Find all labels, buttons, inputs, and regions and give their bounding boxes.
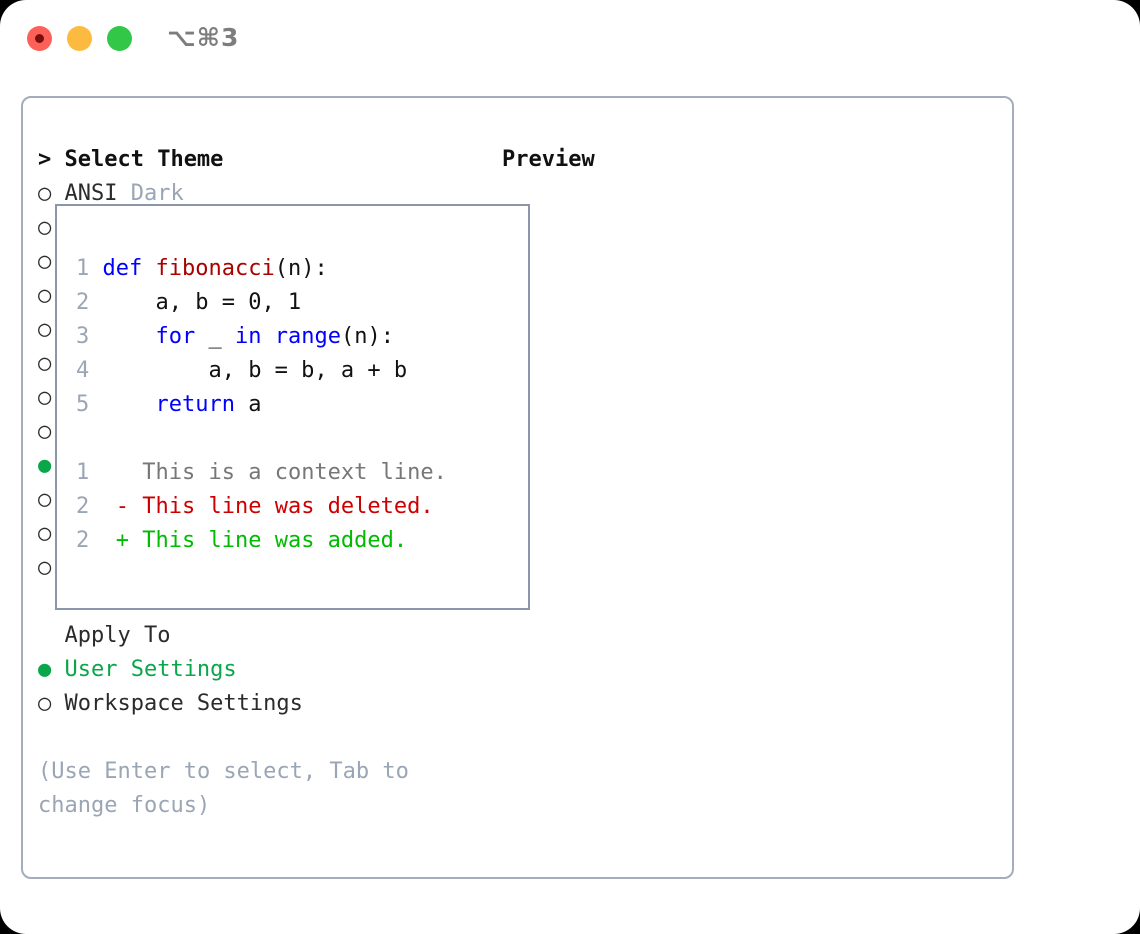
hint-spacer — [38, 721, 498, 755]
radio-selected-icon: ● — [38, 453, 52, 478]
code-line-number: 3 — [76, 324, 103, 349]
apply-to-label: Workspace Settings — [64, 691, 303, 716]
radio-unselected-icon: ○ — [38, 419, 52, 444]
radio-unselected-icon: ○ — [38, 385, 52, 410]
maximize-window-button[interactable] — [107, 26, 132, 51]
keyboard-hint-line-2: change focus) — [38, 793, 211, 818]
title-bar: ⌥⌘3 — [0, 0, 1140, 78]
apply-to-header-label: Apply To — [64, 623, 171, 648]
code-line: 4 a, b = b, a + b — [76, 354, 407, 388]
diff-sign — [116, 460, 143, 485]
diff-sign: + — [115, 528, 143, 553]
minimize-window-button[interactable] — [67, 26, 92, 51]
theme-name-label: ANSI — [64, 181, 131, 206]
apply-to-list-item[interactable]: ● User Settings — [38, 653, 498, 687]
code-line-number: 5 — [76, 392, 103, 417]
code-token: a — [234, 392, 262, 417]
code-token: (n): — [274, 256, 328, 281]
code-token: for — [155, 324, 196, 349]
diff-line-number: 1 — [76, 460, 116, 485]
radio-selected-icon: ● — [38, 657, 52, 682]
diff-line-number: 2 — [76, 494, 116, 519]
keyboard-hint: (Use Enter to select, Tab to change focu… — [38, 755, 458, 823]
diff-text: This line was added. — [142, 528, 408, 553]
diff-line: 2 + This line was added. — [76, 524, 447, 558]
apply-to-list-item[interactable]: ○ Workspace Settings — [38, 687, 498, 721]
diff-sign: - — [115, 494, 143, 519]
code-line: 2 a, b = 0, 1 — [76, 286, 407, 320]
code-line-number: 1 — [76, 256, 103, 281]
diff-line: 2 - This line was deleted. — [76, 490, 447, 524]
code-token: fibonacci — [155, 256, 275, 281]
diff-line: 1 This is a context line. — [76, 456, 447, 490]
code-token: in range — [234, 324, 341, 349]
radio-unselected-icon: ○ — [38, 555, 52, 580]
code-token: a, b = 0, 1 — [102, 290, 302, 315]
select-theme-header-label: Select Theme — [64, 147, 224, 172]
code-token — [103, 392, 156, 417]
radio-unselected-icon: ○ — [38, 215, 52, 240]
radio-unselected-icon: ○ — [38, 283, 52, 308]
code-token: (n): — [340, 324, 394, 349]
diff-preview: 1 This is a context line.2 - This line w… — [76, 456, 447, 558]
theme-variant-label: Dark — [130, 181, 184, 206]
code-line: 3 for _ in range(n): — [76, 320, 407, 354]
code-token — [103, 324, 156, 349]
radio-unselected-icon: ○ — [38, 487, 52, 512]
preview-title: Preview — [502, 147, 595, 172]
radio-unselected-icon: ○ — [38, 249, 52, 274]
close-window-button[interactable] — [27, 26, 52, 51]
diff-line-number: 2 — [76, 528, 116, 553]
code-token: def — [102, 256, 156, 281]
theme-list-item[interactable]: ○ ANSI Dark — [38, 177, 498, 211]
apply-to-list: ● User Settings ○ Workspace Settings — [38, 653, 498, 721]
theme-picker-panel: >Select Theme ○ANSI Dark○Atom One Dark○A… — [21, 96, 1014, 879]
diff-text: This is a context line. — [142, 460, 447, 485]
radio-unselected-icon: ○ — [38, 691, 52, 716]
selection-caret-icon: > — [38, 147, 52, 172]
radio-unselected-icon: ○ — [38, 521, 52, 546]
keyboard-shortcut-label: ⌥⌘3 — [167, 23, 240, 52]
code-line: 1 def fibonacci(n): — [76, 252, 407, 286]
code-token: return — [155, 392, 235, 417]
code-line-number: 2 — [76, 290, 103, 315]
code-token: a, b = b, a + b — [102, 358, 408, 383]
keyboard-hint-line-1: (Use Enter to select, Tab to — [38, 759, 409, 784]
radio-unselected-icon: ○ — [38, 317, 52, 342]
code-line-number: 4 — [76, 358, 103, 383]
preview-column: Preview — [502, 143, 1002, 177]
code-token: _ — [195, 324, 235, 349]
radio-unselected-icon: ○ — [38, 351, 52, 376]
radio-unselected-icon: ○ — [38, 181, 52, 206]
apply-to-header: Apply To — [38, 619, 498, 653]
code-line: 5 return a — [76, 388, 407, 422]
diff-text: This line was deleted. — [142, 494, 434, 519]
select-theme-header: > Select Theme — [38, 143, 498, 177]
apply-to-label: User Settings — [64, 657, 237, 682]
